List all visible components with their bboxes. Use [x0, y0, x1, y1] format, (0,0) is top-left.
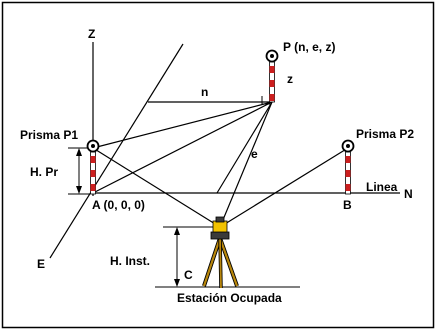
a-to-p-line	[92, 101, 273, 194]
prism-height-label: H. Pr	[30, 165, 58, 179]
n-axis-label: N	[404, 187, 413, 201]
hpr-arrow-up	[76, 148, 82, 156]
point-c-label: C	[184, 268, 193, 282]
prism-p-icon	[265, 49, 279, 103]
point-p-label: P (n, e, z)	[283, 40, 335, 54]
sightline-c-to-p1	[92, 147, 221, 228]
p1-to-p-line	[92, 101, 273, 149]
e-axis-label: E	[37, 257, 45, 271]
z-component-label: z	[287, 72, 293, 86]
line-label: Linea	[366, 180, 398, 194]
instrument-height-label: H. Inst.	[110, 254, 150, 268]
n-component-label: n	[201, 85, 208, 99]
hinst-arrow-down	[174, 279, 180, 287]
prism-p2-label: Prisma P2	[356, 127, 414, 141]
e-axis-line	[49, 43, 184, 259]
total-station-icon	[202, 216, 239, 289]
hpr-arrow-down	[76, 186, 82, 194]
hinst-arrow-up	[174, 227, 180, 235]
e-component-line	[216, 101, 273, 194]
point-b-label: B	[343, 198, 352, 212]
prism-p1-icon	[86, 139, 100, 195]
station-label: Estación Ocupada	[177, 291, 282, 305]
z-axis-label: Z	[88, 27, 95, 41]
prism-p1-label: Prisma P1	[20, 128, 78, 142]
sightline-c-to-p	[219, 101, 273, 228]
prism-p2-icon	[341, 139, 355, 195]
e-component-label: e	[251, 147, 258, 161]
sightline-c-to-p2	[219, 147, 349, 228]
right-angle-marker	[261, 96, 270, 105]
origin-label: A (0, 0, 0)	[92, 198, 145, 212]
